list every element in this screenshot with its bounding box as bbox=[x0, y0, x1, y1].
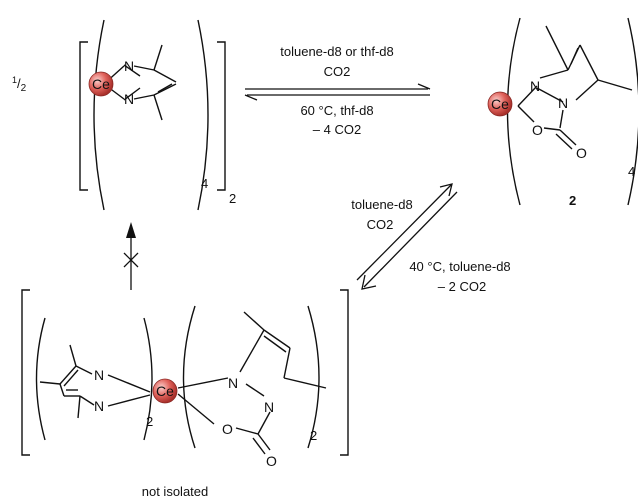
nitrogen-atom: N bbox=[264, 399, 274, 415]
outer-bracket-left bbox=[79, 41, 88, 191]
compound-bottom: 2 N N 2 N N O O Ce bbox=[21, 289, 349, 499]
equilibrium-diagonal: toluene-d8 CO2 40 °C, toluene-d8 – 2 CO2 bbox=[351, 183, 511, 294]
outer-bracket-right bbox=[217, 41, 226, 191]
paren-right bbox=[627, 17, 638, 206]
cerium-atom: Ce bbox=[156, 383, 174, 399]
diag-reverse-conditions: 40 °C, toluene-d8 bbox=[409, 259, 510, 274]
nitrogen-atom: N bbox=[124, 91, 134, 107]
nitrogen-atom: N bbox=[558, 95, 568, 111]
left-subscript: 2 bbox=[146, 414, 153, 429]
compound-top-left: 1/2 2 4 N N Ce bbox=[12, 19, 236, 211]
nitrogen-atom: N bbox=[228, 375, 238, 391]
nitrogen-atom: N bbox=[530, 78, 540, 94]
outer-bracket-right bbox=[340, 289, 349, 456]
nitrogen-atom: N bbox=[124, 58, 134, 74]
diag-forward-solvent: toluene-d8 bbox=[351, 197, 412, 212]
oxygen-atom: O bbox=[266, 453, 277, 469]
inner-subscript: 4 bbox=[201, 176, 208, 191]
paren-right-1 bbox=[143, 317, 153, 441]
inner-paren-right bbox=[197, 19, 209, 211]
paren-right-2 bbox=[307, 305, 320, 449]
diag-reverse-loss: – 2 CO2 bbox=[438, 279, 486, 294]
outer-subscript: 2 bbox=[229, 191, 236, 206]
paren-left-2 bbox=[182, 305, 196, 449]
right-subscript: 2 bbox=[310, 428, 317, 443]
equilibrium-top: toluene-d8 or thf-d8 CO2 60 °C, thf-d8 –… bbox=[244, 44, 431, 137]
top-reverse-loss: – 4 CO2 bbox=[313, 122, 361, 137]
oxygen-atom: O bbox=[576, 145, 587, 161]
cerium-atom: Ce bbox=[491, 96, 509, 112]
cerium-icon bbox=[88, 71, 114, 97]
cerium-icon bbox=[152, 378, 178, 404]
diag-forward-reagent: CO2 bbox=[367, 217, 394, 232]
top-reverse-conditions: 60 °C, thf-d8 bbox=[300, 103, 373, 118]
outer-bracket-left bbox=[21, 289, 30, 456]
compound-label: 2 bbox=[569, 193, 576, 208]
nitrogen-atom: N bbox=[94, 367, 104, 383]
compound-top-right: 4 N N O O Ce 2 bbox=[487, 17, 638, 208]
coefficient: 1/2 bbox=[12, 75, 27, 94]
oxygen-atom: O bbox=[532, 122, 543, 138]
top-forward-solvent: toluene-d8 or thf-d8 bbox=[280, 44, 393, 59]
top-forward-reagent: CO2 bbox=[324, 64, 351, 79]
subscript: 4 bbox=[628, 164, 635, 179]
caption: not isolated bbox=[142, 484, 209, 499]
cerium-atom: Ce bbox=[92, 76, 110, 92]
paren-left-1 bbox=[35, 317, 46, 441]
blocked-arrow bbox=[123, 222, 139, 290]
oxygen-atom: O bbox=[222, 421, 233, 437]
inner-paren-left bbox=[93, 19, 105, 211]
nitrogen-atom: N bbox=[94, 398, 104, 414]
cerium-icon bbox=[487, 91, 513, 117]
